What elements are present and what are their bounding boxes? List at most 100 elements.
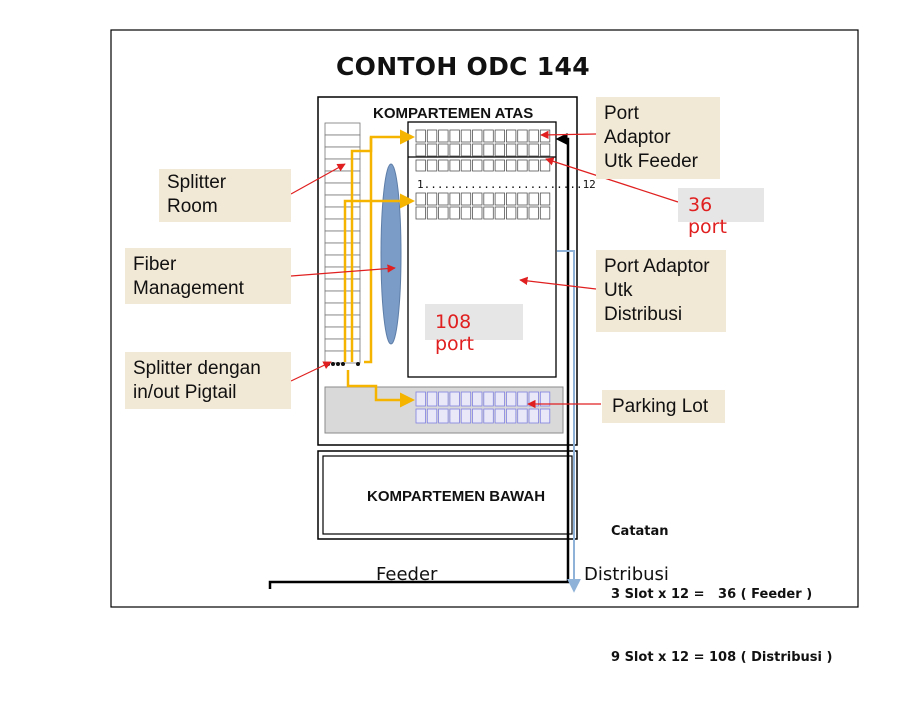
distribution-port (426, 192, 438, 206)
feeder-port (460, 143, 472, 157)
distribution-port-grid (415, 192, 551, 220)
splitter-slot (324, 134, 361, 148)
splitter-slot (324, 290, 361, 304)
parking-port (505, 391, 517, 407)
distribution-port (449, 206, 460, 220)
splitter-slot (324, 146, 361, 160)
distribution-port (472, 206, 483, 220)
odc-diagram: CONTOH ODC 144 KOMPARTEMEN ATAS KOMPARTE… (110, 29, 859, 665)
feeder-port (449, 143, 460, 157)
feeder-port (426, 143, 438, 157)
distribution-port (426, 206, 438, 220)
distribution-port (472, 192, 483, 206)
feeder-port (472, 143, 483, 157)
parking-port (539, 391, 551, 407)
distribusi-line (557, 250, 581, 593)
feeder-port (505, 143, 517, 157)
distribution-port (483, 206, 494, 220)
splitter-slot (324, 314, 361, 328)
feeder-port (539, 159, 551, 172)
splitter-slot (324, 242, 361, 256)
feeder-port (438, 129, 449, 143)
lower-compartment-inner (322, 455, 573, 535)
feeder-label: Feeder (376, 564, 438, 585)
parking-port (460, 391, 472, 407)
distribution-port (494, 192, 506, 206)
parking-port (517, 391, 528, 407)
feeder-port (426, 159, 438, 172)
splitter-slot (324, 326, 361, 340)
parking-port (483, 391, 494, 407)
distribution-port (483, 192, 494, 206)
fiber-management-label: Fiber Management (125, 248, 291, 304)
port-distribusi-label: Port Adaptor Utk Distribusi (596, 250, 726, 332)
splitter-slot (324, 206, 361, 220)
parking-port (426, 408, 438, 424)
parking-port (415, 391, 426, 407)
distribution-port (460, 192, 472, 206)
feeder-port (517, 143, 528, 157)
feeder-port (494, 143, 506, 157)
parking-port (494, 408, 506, 424)
distribution-port (460, 206, 472, 220)
feeder-port (494, 159, 506, 172)
lower-compartment-outer (317, 450, 578, 540)
splitter-room-label: Splitter Room (159, 169, 291, 222)
feeder-port (415, 129, 426, 143)
distribution-port (528, 206, 539, 220)
feeder-port (539, 129, 551, 143)
parking-port (528, 408, 539, 424)
parking-port (539, 408, 551, 424)
parking-port (472, 391, 483, 407)
distribution-port (539, 206, 551, 220)
page-title: CONTOH ODC 144 (336, 52, 590, 81)
notes-line-2: 9 Slot x 12 = 108 ( Distribusi ) (611, 650, 833, 665)
feeder-port (438, 143, 449, 157)
feeder-port (517, 159, 528, 172)
parking-port (494, 391, 506, 407)
notes-line-1: 3 Slot x 12 = 36 ( Feeder ) (611, 587, 813, 602)
feeder-port (449, 159, 460, 172)
feeder-port (494, 129, 506, 143)
parking-port (438, 391, 449, 407)
upper-compartment-label: KOMPARTEMEN ATAS (373, 105, 534, 122)
distribution-port (517, 192, 528, 206)
distribution-port (438, 206, 449, 220)
feeder-port (483, 129, 494, 143)
feeder-port-count: 36 port (678, 188, 764, 238)
port-numbering: 1........................12 (417, 178, 596, 191)
feeder-port (517, 129, 528, 143)
parking-port (505, 408, 517, 424)
distribution-port (505, 192, 517, 206)
port-feeder-label: Port Adaptor Utk Feeder (596, 97, 720, 179)
distribusi-label: Distribusi (584, 564, 669, 585)
splitter-slot (324, 122, 361, 136)
feeder-port (528, 129, 539, 143)
feeder-port (426, 129, 438, 143)
splitter-slot (324, 302, 361, 316)
feeder-port (505, 159, 517, 172)
feeder-port (460, 129, 472, 143)
feeder-port (449, 129, 460, 143)
splitter-slot (324, 254, 361, 268)
distribution-port (415, 192, 426, 206)
annotation-arrows (290, 130, 679, 409)
distribution-port (415, 206, 426, 220)
parking-port (449, 408, 460, 424)
feeder-port (460, 159, 472, 172)
feeder-port (472, 129, 483, 143)
feeder-port (483, 143, 494, 157)
feeder-port (415, 159, 426, 172)
feeder-port (415, 143, 426, 157)
splitter-slot (324, 218, 361, 232)
distribution-port (539, 192, 551, 206)
distribution-port (505, 206, 517, 220)
feeder-port (528, 159, 539, 172)
parking-port (438, 408, 449, 424)
distribution-port-count: 108 port (425, 304, 523, 355)
fiber-management-spool (380, 163, 402, 345)
feeder-port (472, 159, 483, 172)
parking-port (449, 391, 460, 407)
feeder-port (528, 143, 539, 157)
splitter-slot (324, 350, 361, 364)
